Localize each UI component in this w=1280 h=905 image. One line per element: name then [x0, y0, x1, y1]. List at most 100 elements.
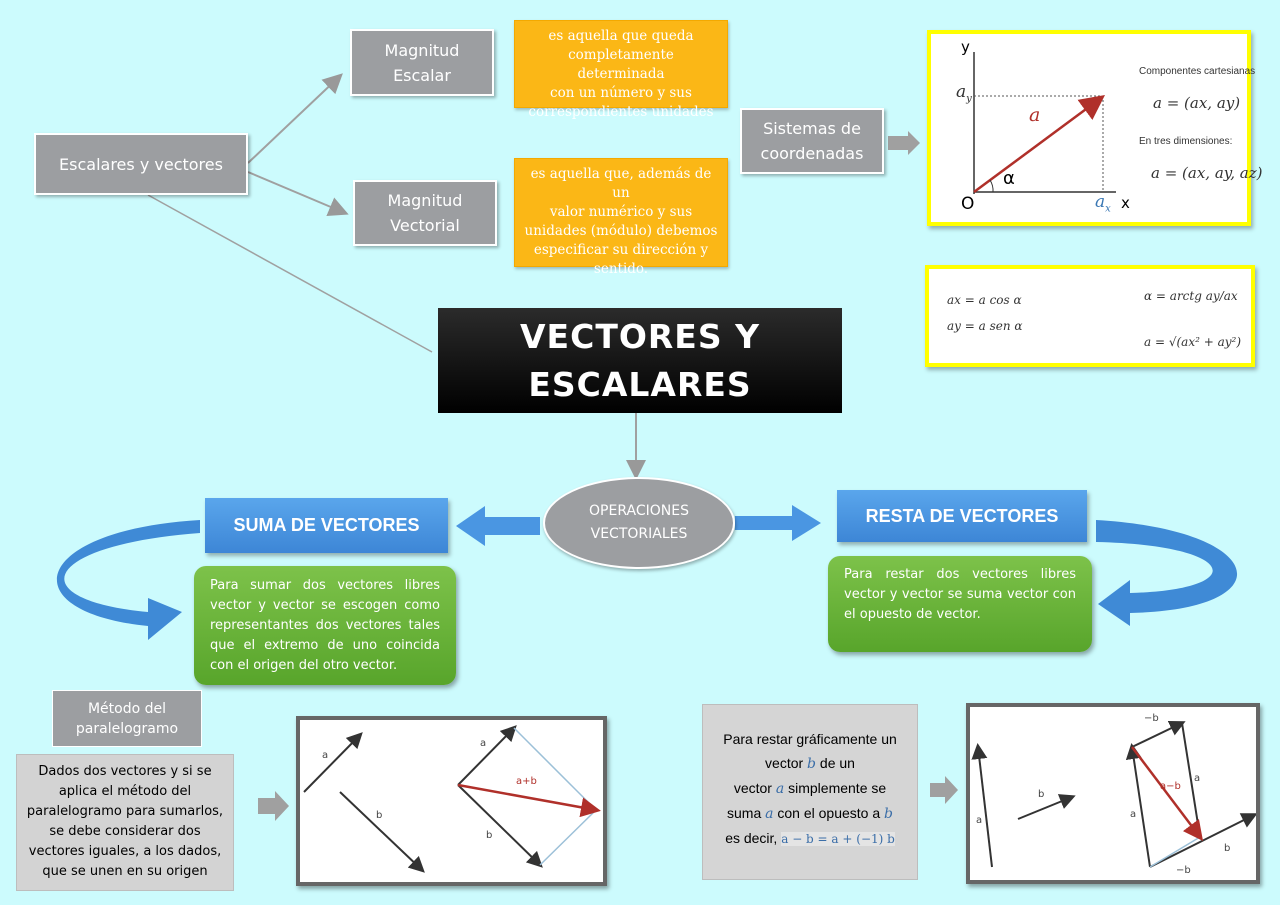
formulas-frame: ax = a cos α ay = a sen α α = arctg ay/a…	[925, 265, 1255, 367]
suma-b2: b	[486, 830, 493, 841]
resta-negb-top: −b	[1144, 713, 1159, 724]
metodo-box: Método del paralelogramo	[52, 690, 202, 747]
magnitud-vectorial-l2: Vectorial	[390, 216, 460, 235]
ax-label: ax	[1095, 192, 1111, 214]
restar-l5: es decir, a − b = a + (−1) b	[703, 826, 917, 851]
resta-text-box: Para restar dos vectores libres vector y…	[828, 556, 1092, 652]
dados-l4: se debe considerar dos	[49, 824, 201, 839]
resta-diagram-frame: a b −b a a a−b b −b	[966, 703, 1260, 884]
restar-l2: vector b de un	[703, 751, 917, 776]
y-label: y	[961, 38, 970, 56]
dados-l2: aplica el método del	[58, 784, 192, 799]
ay-label: ay	[956, 82, 972, 104]
def-escalar-l1: es aquella que queda	[548, 28, 694, 44]
metodo-l1: Método del	[87, 700, 167, 717]
resta-a1: a	[976, 815, 983, 826]
def-vectorial-box: es aquella que, además de un valor numér…	[514, 158, 728, 277]
escalares-vectores-label: Escalares y vectores	[59, 154, 223, 174]
restar-l3: vector a simplemente se	[703, 776, 917, 801]
vec-a-label: a	[1029, 104, 1040, 126]
coordinate-graph	[973, 52, 1116, 194]
ay-text: a	[956, 82, 967, 102]
resta-a2: a	[1130, 809, 1137, 820]
resta-diagram	[971, 720, 1256, 868]
dados-l5: vectores iguales, a los dados,	[28, 844, 222, 859]
restar-a2: a	[765, 806, 774, 822]
suma-text-box: Para sumar dos vectores libres vector y …	[194, 566, 456, 685]
resta-text: Para restar dos vectores libres vector y…	[844, 567, 1076, 622]
suma-sum: a+b	[516, 776, 537, 787]
dados-l3: paralelogramo para sumarlos,	[26, 804, 224, 819]
coordinate-graph-frame: y x O α a ay ax Componentes cartesianas …	[927, 30, 1263, 226]
operaciones-l1: OPERACIONES	[589, 503, 689, 519]
suma-title: SUMA DE VECTORES	[233, 515, 420, 535]
magnitud-escalar-box: Magnitud Escalar	[350, 29, 494, 96]
formula-ax: ax = a cos α	[947, 293, 1022, 307]
resta-a3: a	[1194, 773, 1201, 784]
origin-label: O	[961, 194, 975, 214]
main-title-l1: VECTORES Y	[520, 316, 760, 356]
restar-l4: suma a con el opuesto a b	[703, 801, 917, 826]
operaciones-l2: VECTORIALES	[590, 526, 688, 542]
ax-text: a	[1095, 192, 1106, 212]
resta-title-bar: RESTA DE VECTORES	[837, 490, 1087, 542]
dados-l1: Dados dos vectores y si se	[38, 764, 212, 779]
def-escalar-l2: completamente determinada	[568, 47, 674, 82]
dados-l6: que se unen en su origen	[42, 864, 208, 879]
suma-title-bar: SUMA DE VECTORES	[205, 498, 448, 553]
comp-title: Componentes cartesianas	[1139, 66, 1256, 77]
formula-alpha: α = arctg ay/ax	[1144, 289, 1238, 303]
sistemas-l1: Sistemas de	[763, 119, 861, 138]
def-vectorial-l1: es aquella que, además de un	[530, 166, 712, 201]
magnitud-escalar-l2: Escalar	[393, 65, 451, 85]
escalares-vectores-box: Escalares y vectores	[34, 133, 248, 195]
suma-text: Para sumar dos vectores libres vector y …	[210, 578, 440, 673]
def-escalar-l3: con un número y sus	[550, 85, 692, 101]
restar-a1: a	[775, 781, 785, 797]
resta-diff: a−b	[1160, 781, 1181, 792]
restar-l4b: con el opuesto a	[777, 805, 881, 821]
resta-title: RESTA DE VECTORES	[865, 505, 1059, 526]
operaciones-ellipse: OPERACIONES VECTORIALES	[543, 477, 735, 569]
magnitud-escalar-l1: Magnitud	[384, 40, 460, 60]
three-title: En tres dimensiones:	[1139, 136, 1233, 147]
alpha-label: α	[1003, 168, 1015, 189]
def-escalar-l4: correspondientes unidades	[528, 104, 714, 120]
def-vectorial-l4: especificar su dirección y	[533, 242, 709, 258]
restar-l2b: de un	[819, 755, 855, 771]
formula-ay: ay = a sen α	[947, 319, 1023, 333]
restar-b2: b	[884, 806, 893, 822]
def-escalar-box: es aquella que queda completamente deter…	[514, 20, 728, 120]
sistemas-l2: coordenadas	[760, 144, 864, 163]
metodo-l2: paralelogramo	[75, 720, 179, 737]
restar-l4a: suma	[727, 805, 762, 821]
ay-sub: y	[966, 93, 972, 105]
vector-a	[973, 95, 1106, 194]
suma-diagram	[303, 725, 601, 873]
main-title-l2: ESCALARES	[528, 364, 752, 404]
def-vectorial-l5: sentido.	[593, 261, 649, 277]
resta-b1: b	[1038, 789, 1045, 800]
restar-box: Para restar gráficamente un vector b de …	[702, 704, 918, 880]
restar-l5a: es decir,	[725, 830, 778, 846]
ax-sub: x	[1105, 203, 1111, 215]
suma-b1: b	[376, 810, 383, 821]
suma-a2: a	[480, 738, 487, 749]
restar-l3a: vector	[733, 780, 772, 796]
def-vectorial-l2: valor numérico y sus	[549, 204, 693, 220]
restar-l5b: a − b = a + (−1) b	[781, 832, 895, 846]
resta-b2: b	[1224, 843, 1231, 854]
vec-a-text: a	[1029, 104, 1041, 126]
magnitud-vectorial-box: Magnitud Vectorial	[353, 180, 497, 246]
main-title-box: VECTORES Y ESCALARES	[438, 308, 842, 413]
def-vectorial-l3: unidades (módulo) debemos	[524, 223, 718, 239]
magnitud-vectorial-l1: Magnitud	[387, 191, 463, 210]
sistemas-box: Sistemas de coordenadas	[740, 108, 884, 174]
comp-formula: a = (ax, ay)	[1153, 94, 1241, 112]
three-formula: a = (ax, ay, az)	[1151, 164, 1263, 182]
restar-b1: b	[807, 756, 817, 772]
x-label: x	[1121, 194, 1130, 212]
dados-box: Dados dos vectores y si se aplica el mét…	[16, 754, 234, 891]
restar-l3b: simplemente se	[788, 780, 887, 796]
